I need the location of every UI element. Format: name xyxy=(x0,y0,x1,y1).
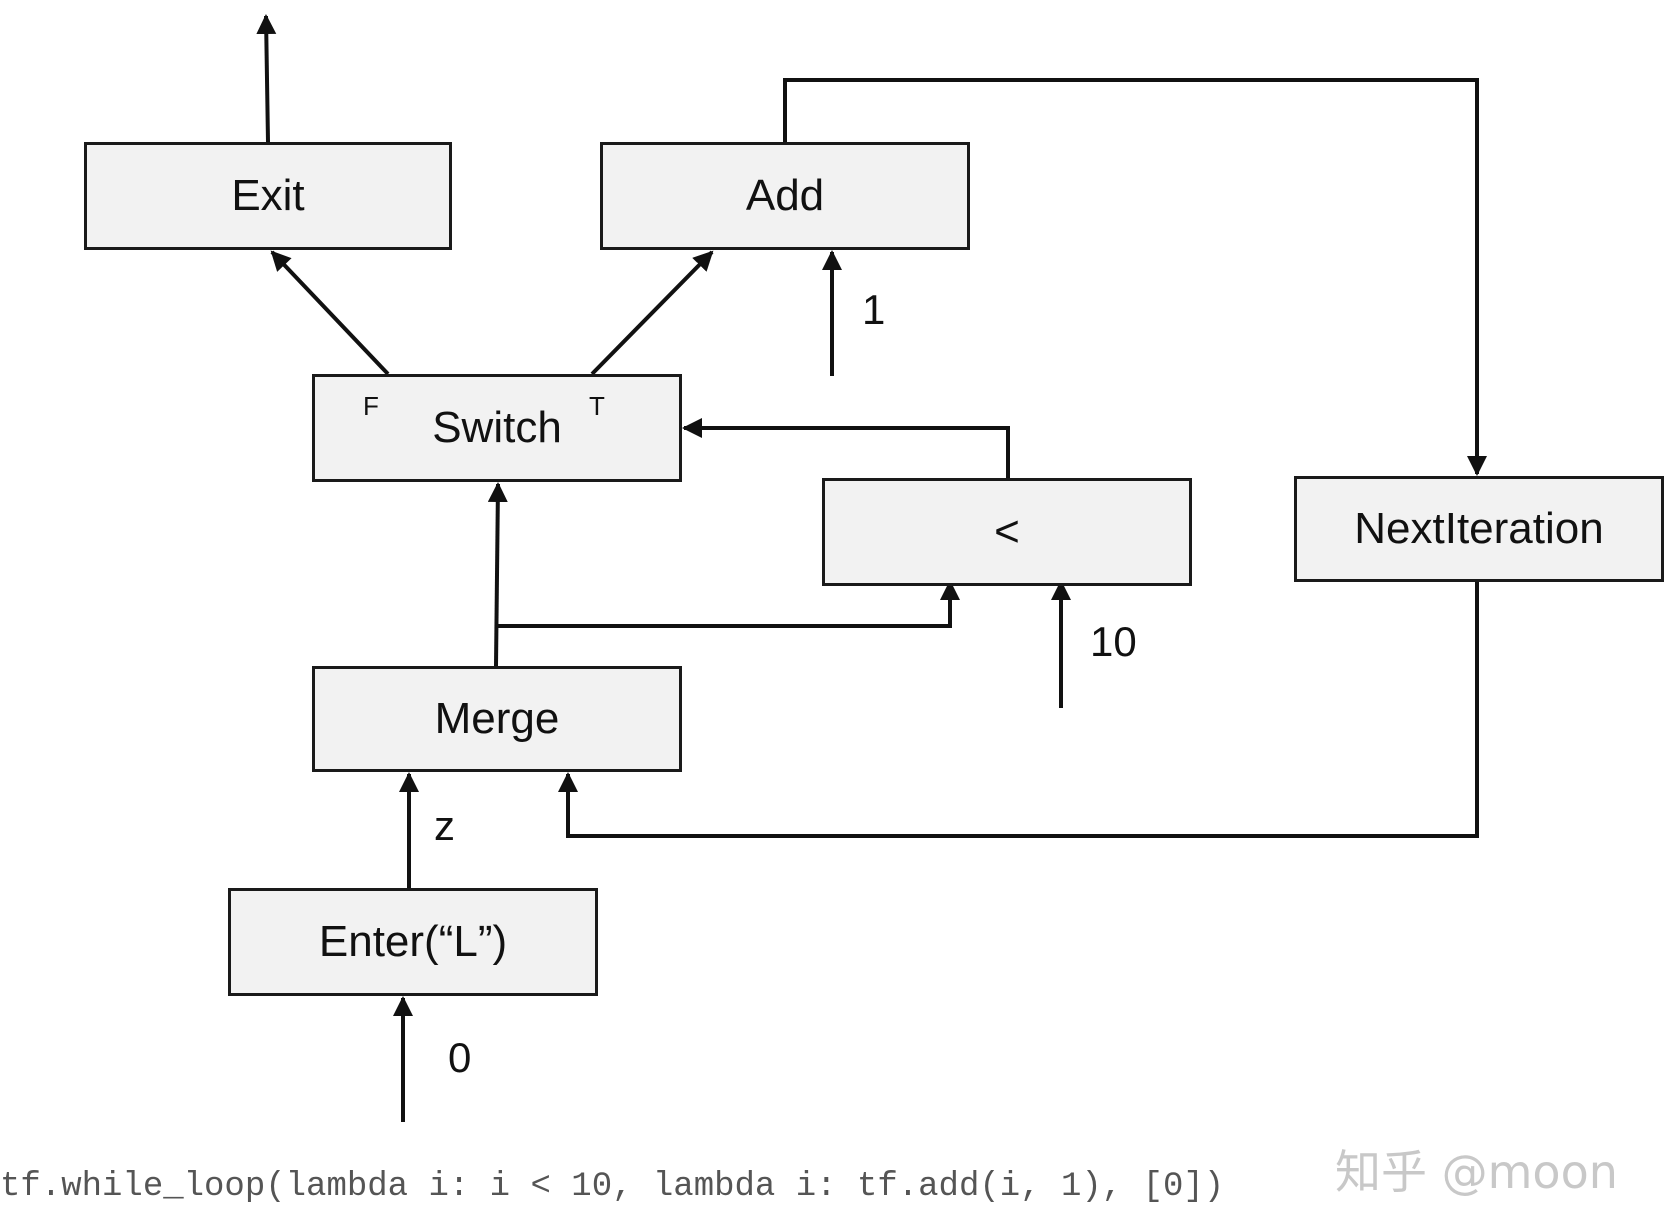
edge-add-nextiteration xyxy=(783,78,1487,476)
enter-label: Enter(“L”) xyxy=(318,917,508,966)
switch-node: Switch F T xyxy=(312,374,682,482)
edge-merge-switch xyxy=(487,482,508,667)
next-iteration-label: NextIteration xyxy=(1354,504,1604,553)
edge-merge-less xyxy=(496,580,960,628)
exit-node: Exit xyxy=(84,142,452,250)
edge-exit-out xyxy=(256,14,277,143)
const-1-label: 1 xyxy=(862,286,886,333)
merge-label: Merge xyxy=(434,694,560,743)
edge-switch-add xyxy=(590,250,714,376)
switch-true-port: T xyxy=(589,391,605,421)
merge-node: Merge xyxy=(312,666,682,772)
switch-false-port: F xyxy=(363,391,379,421)
switch-label: Switch xyxy=(432,403,562,452)
exit-label: Exit xyxy=(231,171,305,220)
less-than-node: < xyxy=(822,478,1192,586)
add-node: Add xyxy=(600,142,970,250)
watermark: 知乎 @moon xyxy=(1335,1145,1618,1199)
const-0-label: 0 xyxy=(448,1034,472,1081)
add-label: Add xyxy=(745,171,825,220)
next-iteration-node: NextIteration xyxy=(1294,476,1664,582)
code-caption: tf.while_loop(lambda i: i < 10, lambda i… xyxy=(0,1168,1225,1206)
z-label: z xyxy=(434,802,455,849)
edge-less-switch xyxy=(682,418,1010,478)
enter-node: Enter(“L”) xyxy=(228,888,598,996)
less-than-label: < xyxy=(994,507,1020,556)
const-10-label: 10 xyxy=(1090,618,1137,665)
edge-nextiteration-merge xyxy=(558,582,1479,838)
edge-switch-exit xyxy=(270,250,390,376)
